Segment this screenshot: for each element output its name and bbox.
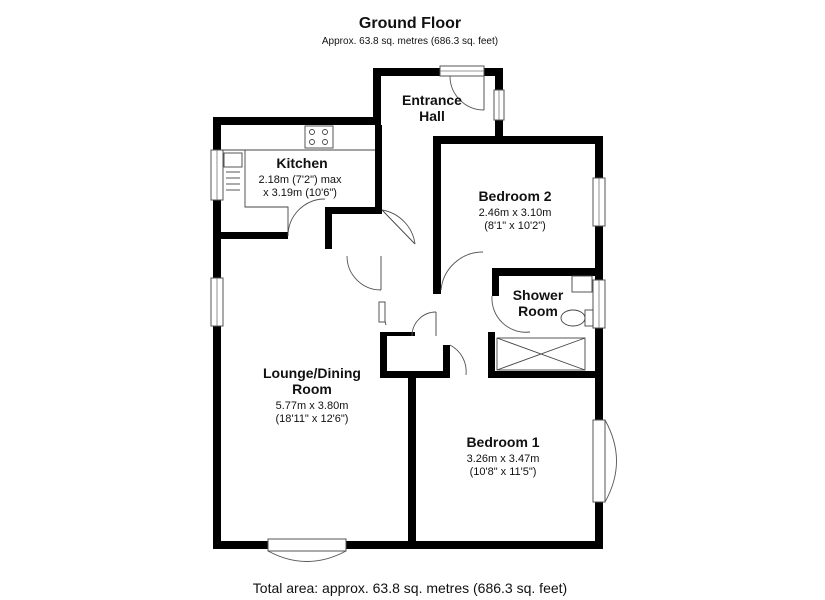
lounge-name-2: Room — [292, 381, 332, 397]
room-bedroom-1: Bedroom 1 3.26m x 3.47m (10'8" x 11'5") — [466, 434, 539, 478]
windows — [210, 65, 617, 562]
room-kitchen: Kitchen 2.18m (7'2") max x 3.19m (10'6") — [258, 155, 342, 199]
shower-room-name-2: Room — [518, 303, 558, 319]
room-lounge-dining: Lounge/Dining Room 5.77m x 3.80m (18'11"… — [263, 365, 361, 425]
bedroom2-dim-2: (8'1" x 10'2") — [484, 220, 546, 232]
total-area: Total area: approx. 63.8 sq. metres (686… — [253, 580, 567, 596]
kitchen-dim-1: 2.18m (7'2") max — [258, 174, 342, 186]
doors — [287, 75, 531, 376]
shower-room-name-1: Shower — [513, 287, 564, 303]
lounge-dim-1: 5.77m x 3.80m — [276, 400, 349, 412]
bedroom1-dim-1: 3.26m x 3.47m — [467, 453, 540, 465]
hob — [304, 125, 334, 149]
room-shower-room: Shower Room — [513, 287, 564, 319]
entrance-hall-name-1: Entrance — [402, 92, 462, 108]
room-bedroom-2: Bedroom 2 2.46m x 3.10m (8'1" x 10'2") — [478, 188, 551, 232]
bedroom2-dim-1: 2.46m x 3.10m — [479, 207, 552, 219]
plan-subtitle: Approx. 63.8 sq. metres (686.3 sq. feet) — [322, 36, 498, 47]
kitchen-sink — [223, 152, 243, 168]
room-entrance-hall: Entrance Hall — [402, 92, 462, 124]
internal-walls — [213, 125, 603, 546]
lounge-dim-2: (18'11" x 12'6") — [276, 413, 349, 425]
bedroom2-name: Bedroom 2 — [478, 188, 551, 204]
kitchen-name: Kitchen — [276, 155, 327, 171]
lounge-name-1: Lounge/Dining — [263, 365, 361, 381]
entrance-hall-name-2: Hall — [419, 108, 445, 124]
bedroom1-name: Bedroom 1 — [466, 434, 539, 450]
plan-title: Ground Floor — [359, 15, 461, 32]
toilet — [560, 309, 586, 327]
basin — [571, 275, 593, 293]
kitchen-dim-2: x 3.19m (10'6") — [263, 187, 337, 199]
fixtures — [221, 125, 594, 371]
bedroom1-dim-2: (10'8" x 11'5") — [470, 466, 537, 478]
